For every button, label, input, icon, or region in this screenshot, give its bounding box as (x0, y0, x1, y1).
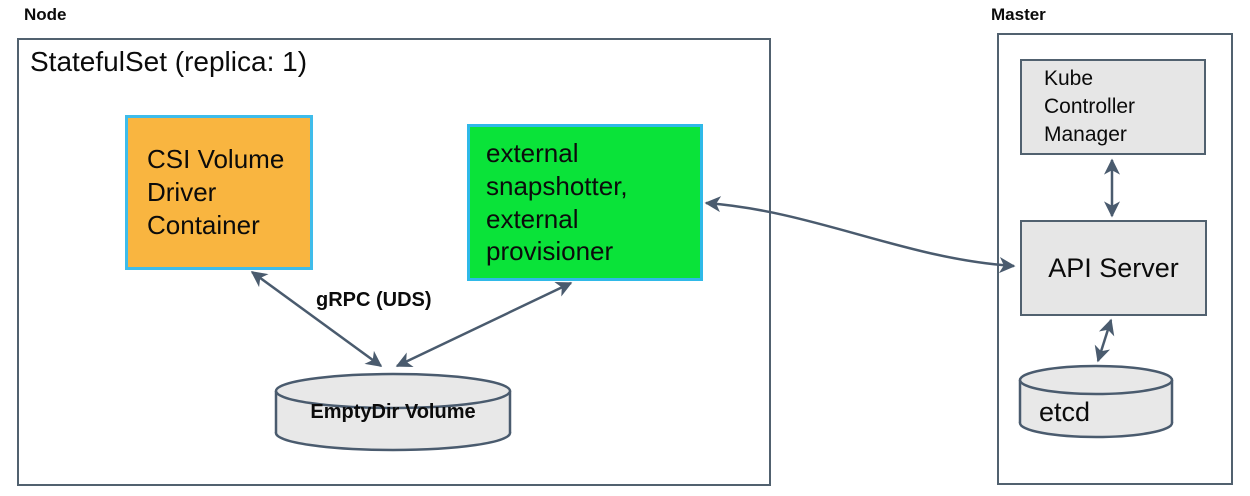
sidecar-containers-box: external snapshotter, external provision… (467, 124, 703, 281)
statefulset-label: StatefulSet (replica: 1) (30, 46, 308, 77)
master-section-title: Master (991, 5, 1046, 24)
kube-controller-manager-box: Kube Controller Manager (1020, 59, 1206, 155)
kube-controller-manager-label: Kube Controller Manager (1044, 67, 1136, 146)
grpc-uds-label: gRPC (UDS) (316, 289, 432, 311)
emptydir-volume-label: EmptyDir Volume (310, 401, 476, 423)
api-server-box: API Server (1020, 220, 1207, 316)
csi-volume-driver-box: CSI Volume Driver Container (125, 115, 313, 270)
node-section-title: Node (24, 5, 67, 24)
etcd-label: etcd (1039, 397, 1091, 427)
sidecar-containers-label: external snapshotter, external provision… (486, 138, 628, 267)
node-boundary-box: StatefulSet (replica: 1) (17, 38, 771, 486)
csi-volume-driver-label: CSI Volume Driver Container (147, 144, 285, 240)
api-server-label: API Server (1048, 252, 1179, 283)
